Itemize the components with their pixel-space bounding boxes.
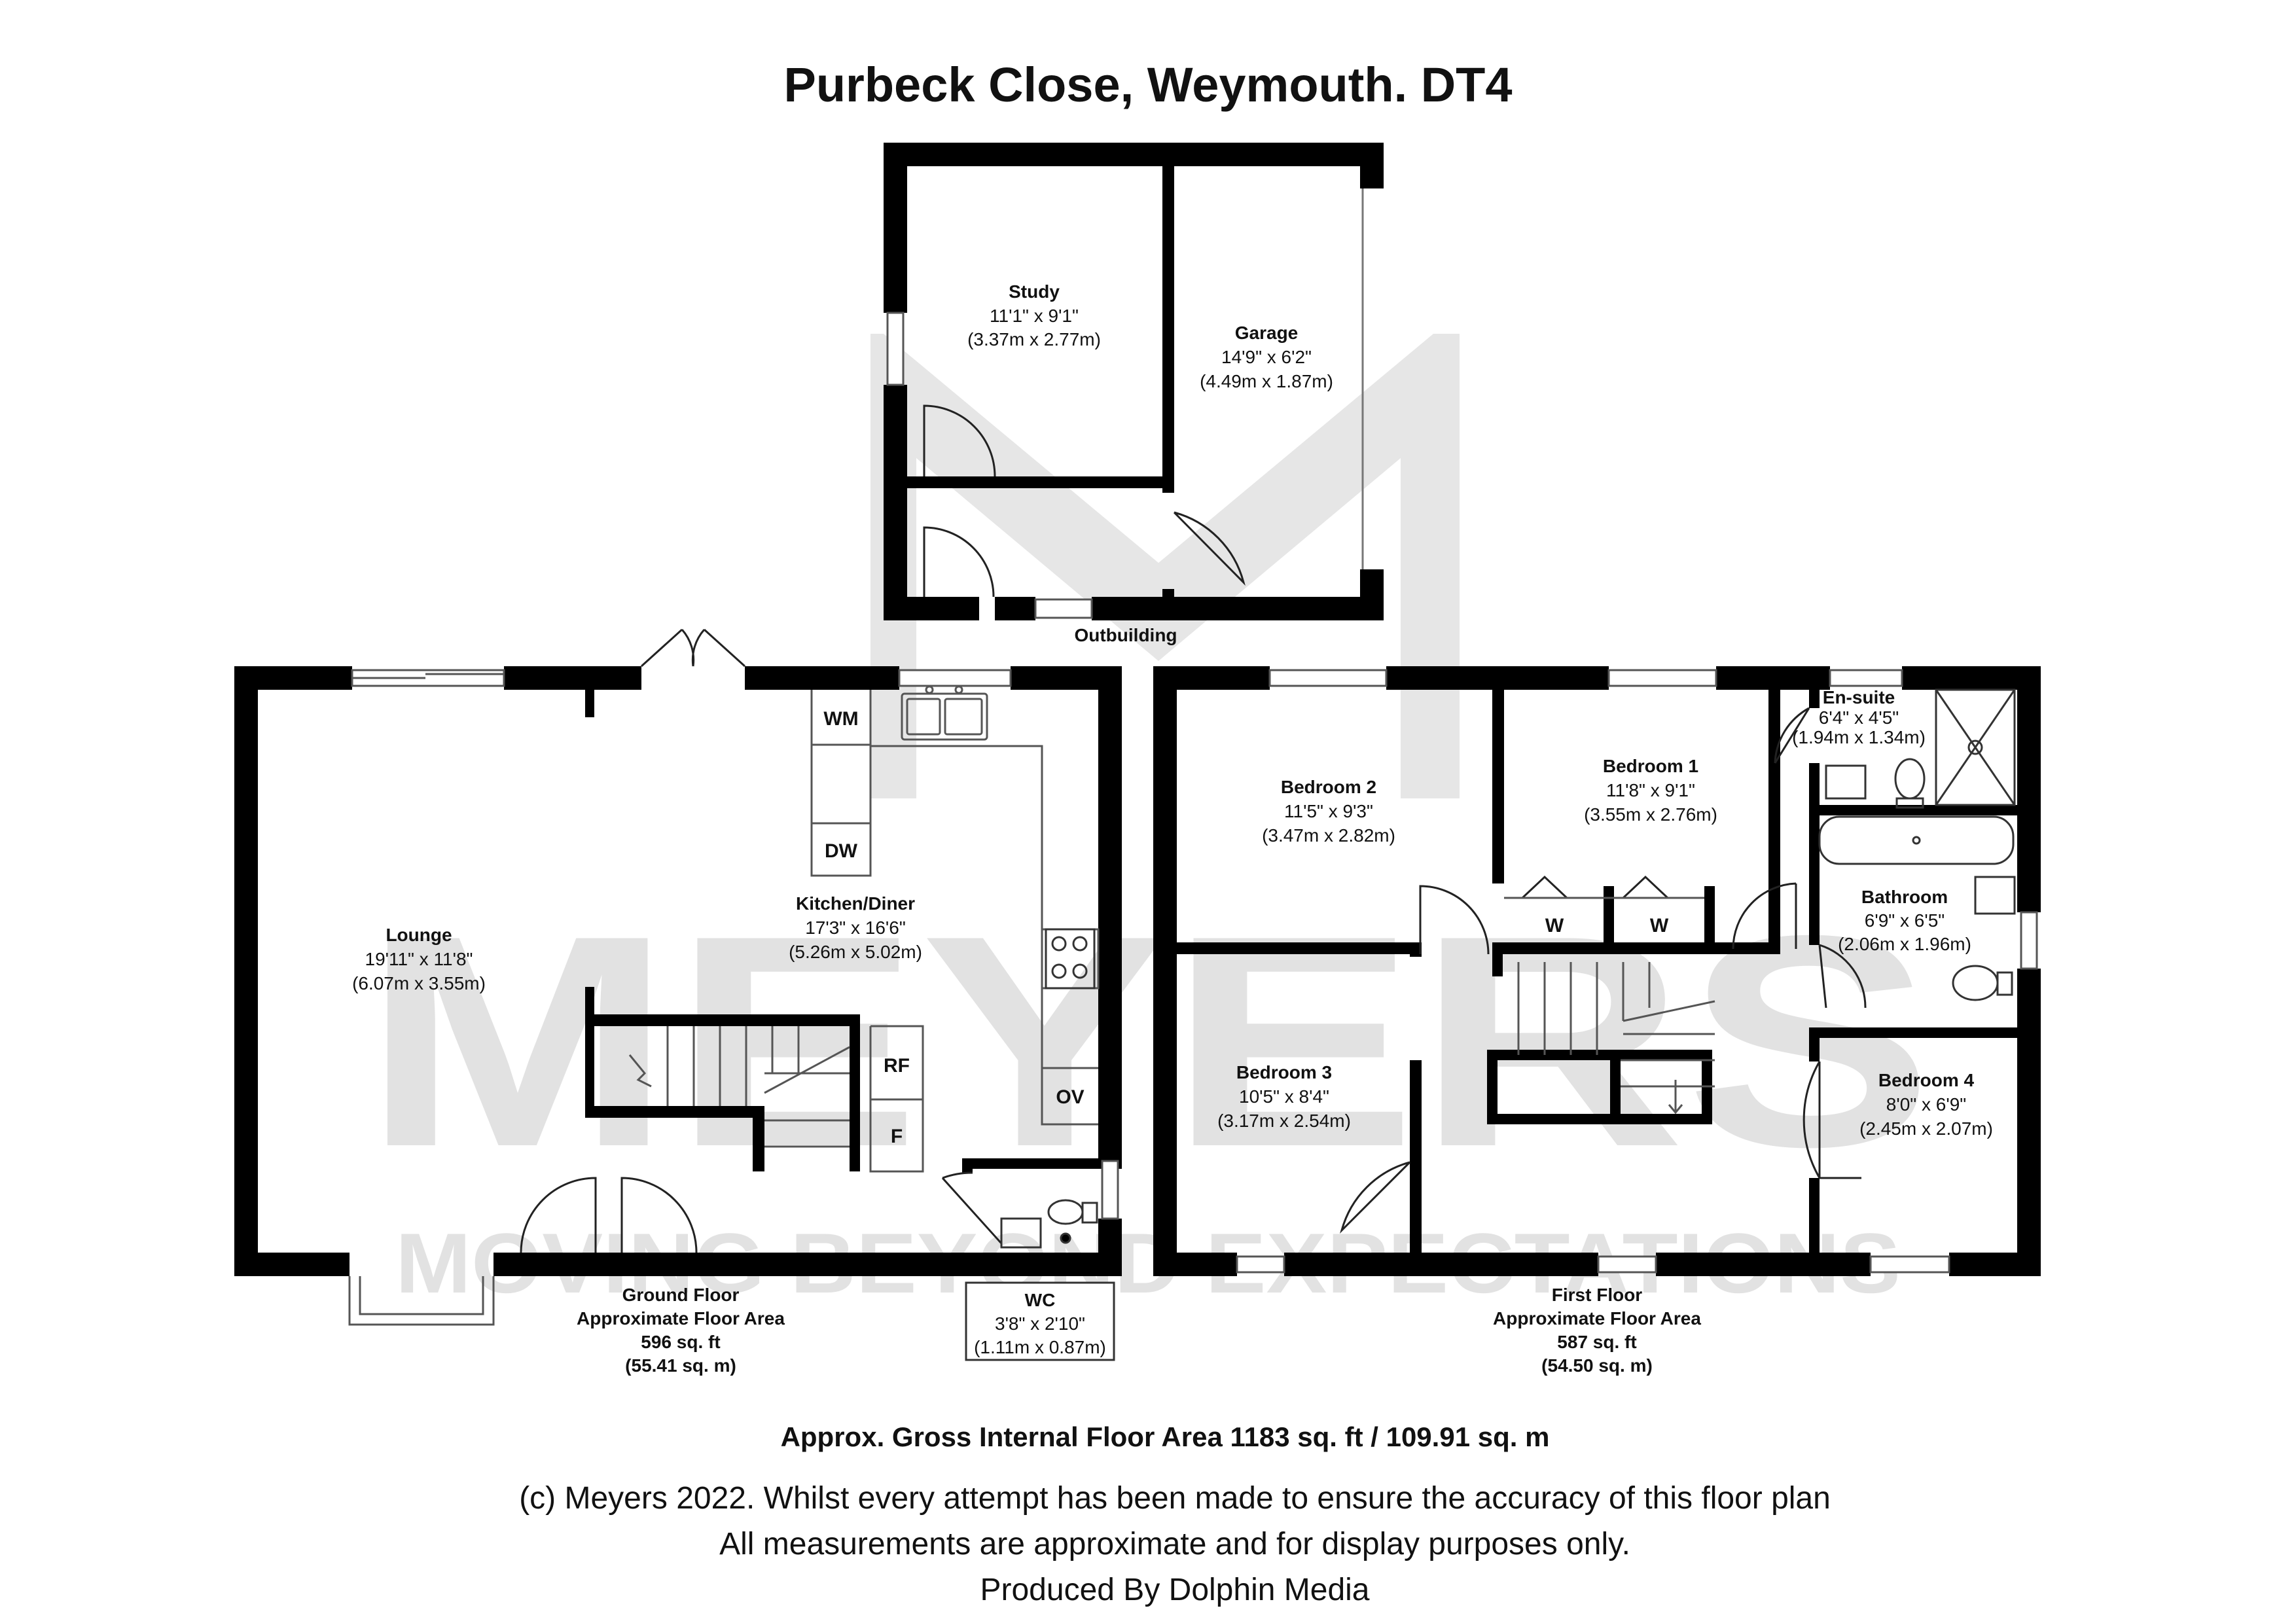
room-bathroom-imperial: 6'9" x 6'5" [1865, 910, 1945, 931]
room-wc-imperial: 3'8" x 2'10" [995, 1313, 1085, 1334]
wc-door [941, 1171, 1003, 1245]
room-bathroom-metric: (2.06m x 1.96m) [1838, 934, 1971, 954]
room-bedroom1-imperial: 11'8" x 9'1" [1606, 780, 1695, 800]
room-study-metric: (3.37m x 2.77m) [967, 329, 1101, 349]
lounge-sliding-door [351, 669, 505, 687]
footer-line2: All measurements are approximate and for… [719, 1527, 1630, 1561]
room-kitchen-metric: (5.26m x 5.02m) [789, 942, 922, 962]
fixture-w2: W [1650, 915, 1669, 936]
fixture-dw: DW [825, 840, 858, 862]
bedroom2-window [1268, 669, 1388, 687]
bedroom2-door [1419, 885, 1490, 955]
bathroom-door [1818, 944, 1867, 1008]
room-study-imperial: 11'1" x 9'1" [990, 306, 1079, 326]
watermark-brand: MEYERS [363, 874, 1933, 1209]
first-floor [1153, 666, 2041, 1276]
room-lounge-imperial: 19'11" x 11'8" [365, 949, 473, 969]
bedroom1-door [1732, 882, 1797, 950]
fixture-ov: OV [1056, 1086, 1084, 1108]
gross-floor-area: Approx. Gross Internal Floor Area 1183 s… [781, 1421, 1550, 1452]
ground-floor-sqft: 596 sq. ft [641, 1332, 720, 1352]
bedroom1-window [1607, 669, 1717, 687]
fixture-rf: RF [884, 1055, 910, 1077]
kitchen-hob [1045, 928, 1096, 990]
fixture-f: F [891, 1126, 903, 1147]
bedroom4-window [1869, 1255, 1950, 1274]
garage-inner-door [1173, 511, 1246, 586]
ground-floor-area: Ground Floor Approximate Floor Area 596 … [577, 1285, 785, 1376]
lounge-bay-window [348, 1276, 495, 1326]
wc-label-box [965, 1281, 1115, 1361]
front-door-2 [620, 1177, 698, 1253]
room-study-name: Study [1009, 281, 1060, 302]
first-floor-line1: First Floor [1552, 1285, 1643, 1305]
footer-line3: Produced By Dolphin Media [980, 1573, 1369, 1607]
room-wc-name: WC [1025, 1290, 1056, 1310]
kitchen-sink [901, 685, 988, 741]
ground-floor-sqm: (55.41 sq. m) [625, 1355, 736, 1376]
study-door [923, 404, 996, 477]
room-lounge-name: Lounge [386, 925, 452, 945]
front-door [520, 1177, 597, 1253]
outbuilding: Outbuilding [884, 143, 1384, 645]
study-window [886, 312, 905, 386]
room-labels: Study 11'1" x 9'1" (3.37m x 2.77m) Garag… [352, 281, 1993, 1361]
ensuite-fixtures [1825, 688, 2016, 809]
first-stairs [1517, 962, 1715, 1115]
first-floor-sqm: (54.50 sq. m) [1541, 1355, 1653, 1376]
ensuite-door [1774, 707, 1810, 764]
ground-floor [234, 628, 1122, 1326]
outbuilding-label: Outbuilding [1074, 625, 1177, 645]
bedroom3-door [1340, 1161, 1411, 1234]
ground-floor-line1: Ground Floor [622, 1285, 740, 1305]
room-bedroom2-metric: (3.47m x 2.82m) [1262, 825, 1395, 846]
room-garage-metric: (4.49m x 1.87m) [1200, 371, 1333, 391]
room-ensuite-metric: (1.94m x 1.34m) [1792, 727, 1926, 747]
room-ensuite-name: En-suite [1823, 687, 1895, 707]
bedroom3-window [1236, 1255, 1285, 1274]
room-bedroom3-name: Bedroom 3 [1236, 1062, 1332, 1082]
fixture-w1: W [1545, 915, 1564, 936]
kitchen-window [898, 669, 1012, 687]
landing-window [1597, 1255, 1657, 1274]
bathroom-fixtures [1818, 815, 2016, 1001]
wc-window [1101, 1160, 1119, 1220]
fixture-labels: WM DW RF F OV W W [823, 708, 1668, 1147]
room-bathroom-name: Bathroom [1861, 887, 1948, 907]
bedroom4-door [1803, 1061, 1861, 1179]
first-floor-line2: Approximate Floor Area [1493, 1308, 1701, 1329]
watermark-m-logo [870, 334, 1460, 798]
wc-fixtures [1000, 1199, 1098, 1249]
ground-floor-line2: Approximate Floor Area [577, 1308, 785, 1329]
room-bedroom3-imperial: 10'5" x 8'4" [1239, 1086, 1329, 1107]
room-bedroom4-metric: (2.45m x 2.07m) [1859, 1118, 1993, 1139]
first-floor-area: First Floor Approximate Floor Area 587 s… [1493, 1285, 1701, 1376]
first-floor-sqft: 587 sq. ft [1557, 1332, 1636, 1352]
room-bedroom3-metric: (3.17m x 2.54m) [1217, 1111, 1351, 1131]
room-bedroom4-name: Bedroom 4 [1878, 1070, 1975, 1090]
room-lounge-metric: (6.07m x 3.55m) [352, 973, 486, 993]
room-kitchen-imperial: 17'3" x 16'6" [805, 918, 906, 938]
footer-line1: (c) Meyers 2022. Whilst every attempt ha… [519, 1481, 1831, 1516]
outbuilding-door [923, 526, 995, 597]
room-kitchen-name: Kitchen/Diner [796, 893, 915, 914]
room-bedroom2-name: Bedroom 2 [1281, 777, 1376, 797]
fixture-wm: WM [823, 708, 858, 730]
bathroom-window [2020, 911, 2038, 970]
room-garage-name: Garage [1235, 323, 1299, 343]
room-ensuite-imperial: 6'4" x 4'5" [1819, 707, 1899, 728]
room-bedroom2-imperial: 11'5" x 9'3" [1284, 801, 1373, 821]
room-wc-metric: (1.11m x 0.87m) [974, 1337, 1106, 1357]
french-doors [640, 628, 746, 668]
ground-stairs [628, 1026, 850, 1148]
outbuilding-window [1034, 598, 1093, 619]
plan-title: Purbeck Close, Weymouth. DT4 [784, 58, 1513, 112]
wardrobe-doors [1521, 875, 1669, 899]
room-bedroom1-metric: (3.55m x 2.76m) [1584, 804, 1717, 825]
ensuite-window [1829, 669, 1903, 687]
room-bedroom1-name: Bedroom 1 [1603, 756, 1698, 776]
room-bedroom4-imperial: 8'0" x 6'9" [1886, 1094, 1966, 1115]
room-garage-imperial: 14'9" x 6'2" [1221, 347, 1312, 367]
